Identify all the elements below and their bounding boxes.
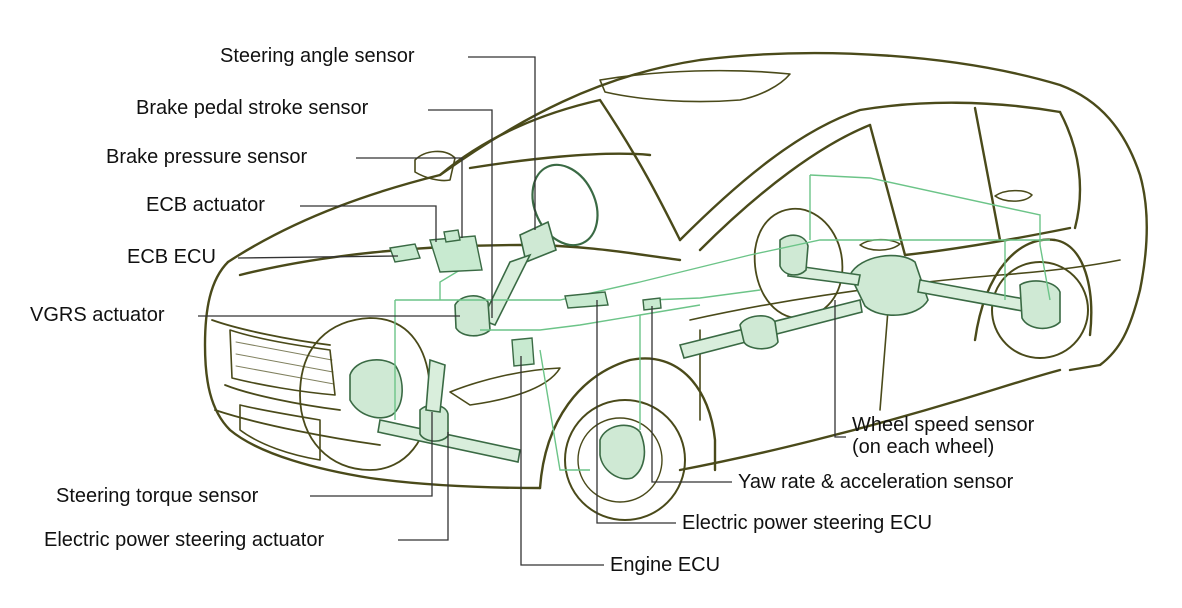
- car-body: [203, 51, 1148, 521]
- ecb-ecu-box: [389, 243, 421, 263]
- steering-system: [349, 163, 646, 480]
- drivetrain: [678, 234, 1061, 359]
- yaw-rate-sensor-box: [642, 297, 662, 311]
- label-yaw-rate-acceleration-sensor: Yaw rate & acceleration sensor: [738, 471, 1014, 493]
- ecb-actuator-box: [429, 235, 483, 273]
- label-ecb-ecu: ECB ECU: [127, 246, 216, 268]
- label-ecb-actuator: ECB actuator: [146, 194, 265, 216]
- engine-ecu-box: [511, 337, 535, 367]
- leader-lines: [198, 56, 846, 566]
- label-brake-pressure-sensor: Brake pressure sensor: [106, 146, 308, 168]
- label-wheel-speed-sensor: Wheel speed sensor: [852, 414, 1035, 436]
- label-electric-power-steering-ecu: Electric power steering ECU: [682, 512, 933, 534]
- eps-ecu-box: [564, 291, 609, 309]
- label-electric-power-steering-actuator: Electric power steering actuator: [44, 529, 325, 551]
- label-engine-ecu: Engine ECU: [610, 554, 721, 576]
- label-brake-pedal-stroke-sensor: Brake pedal stroke sensor: [136, 97, 369, 119]
- label-wheel-speed-sensor-note: (on each wheel): [852, 436, 995, 458]
- label-steering-angle-sensor: Steering angle sensor: [220, 45, 415, 67]
- label-vgrs-actuator: VGRS actuator: [30, 304, 165, 326]
- label-steering-torque-sensor: Steering torque sensor: [56, 485, 259, 507]
- wiring-harness: [394, 174, 1051, 471]
